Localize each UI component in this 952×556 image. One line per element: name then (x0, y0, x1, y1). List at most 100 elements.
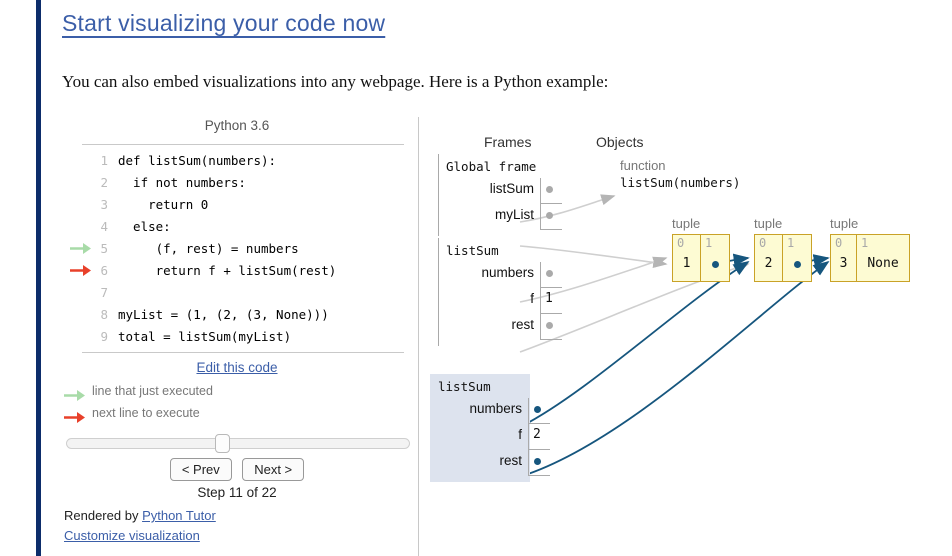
tuple-index: 0 (759, 236, 767, 250)
step-slider[interactable] (66, 434, 410, 453)
code-text: if not numbers: (118, 175, 246, 190)
code-line[interactable]: 9 total = listSum(myList) (62, 326, 412, 348)
line-number: 5 (100, 241, 108, 256)
variable-name: numbers (469, 401, 522, 416)
legend-label: line that just executed (92, 384, 213, 398)
code-line[interactable]: 6 return f + listSum(rest) (62, 260, 412, 282)
frames-header: Frames (484, 134, 532, 150)
next-button[interactable]: Next > (242, 458, 305, 481)
code-top-rule (82, 144, 404, 145)
frame-title: listSum (438, 379, 491, 394)
step-controls: < Prev Next > (62, 458, 412, 481)
variable-value-box: 2 (528, 424, 550, 450)
line-number: 2 (100, 175, 108, 190)
pointer-dot-icon (712, 261, 719, 268)
code-line[interactable]: 4 else: (62, 216, 412, 238)
objects-header: Objects (596, 134, 644, 150)
variable-name: rest (511, 317, 534, 332)
variable-pointer-box (528, 450, 550, 476)
prev-button[interactable]: < Prev (169, 458, 232, 481)
pointer-dot-icon (534, 406, 541, 413)
step-counter: Step 11 of 22 (197, 485, 277, 500)
frame-variable: myList (438, 204, 562, 230)
edit-this-code-link[interactable]: Edit this code (196, 360, 278, 375)
customize-visualization-link[interactable]: Customize visualization (64, 528, 200, 543)
tuple-type-label: tuple (830, 216, 859, 231)
executed-arrow-icon (70, 242, 92, 255)
code-text: total = listSum(myList) (118, 329, 292, 344)
tuple-index: 1 (861, 236, 869, 250)
frame-variable: numbers (438, 262, 562, 288)
function-object: function listSum(numbers) (620, 158, 740, 190)
tuple-value: None (867, 256, 899, 271)
next-line-arrow-icon (64, 411, 86, 424)
code-line[interactable]: 2 if not numbers: (62, 172, 412, 194)
rendered-by-text: Rendered by Python Tutor (64, 508, 216, 523)
code-line[interactable]: 5 (f, rest) = numbers (62, 238, 412, 260)
function-type-label: function (620, 158, 666, 173)
line-number: 9 (100, 329, 108, 344)
rendered-by-prefix: Rendered by (64, 508, 143, 523)
page-title-link[interactable]: Start visualizing your code now (62, 10, 386, 36)
pointer-dot-icon (794, 261, 801, 268)
tuple-index: 0 (835, 236, 843, 250)
pointer-dot-icon (546, 186, 553, 193)
legend-label: next line to execute (92, 406, 200, 420)
panel-divider (418, 117, 419, 556)
next-line-arrow-icon (70, 264, 92, 277)
frame-title: Global frame (446, 159, 537, 174)
execution-legend: line that just executed next line to exec… (62, 384, 412, 428)
legend-row: next line to execute (62, 406, 412, 428)
language-label: Python 3.6 (204, 118, 270, 133)
code-text: return 0 (118, 197, 209, 212)
function-signature: listSum(numbers) (620, 175, 741, 190)
variable-pointer-box (540, 178, 562, 204)
frame-variable: listSum (438, 178, 562, 204)
tuple-cell: 1 (783, 235, 811, 281)
variable-pointer-box (540, 314, 562, 340)
variable-name: numbers (481, 265, 534, 280)
code-text: (f, rest) = numbers (118, 241, 299, 256)
tuple-index: 1 (787, 236, 795, 250)
code-text: return f + listSum(rest) (118, 263, 337, 278)
variable-name: f (530, 291, 534, 306)
frame-variable: rest (438, 314, 562, 340)
line-number: 3 (100, 197, 108, 212)
variable-name: rest (499, 453, 522, 468)
code-text: else: (118, 219, 171, 234)
code-text: def listSum(numbers): (118, 153, 277, 168)
variable-pointer-box (528, 398, 550, 424)
arrow-frame3-rest (521, 260, 830, 477)
code-bottom-rule (82, 352, 404, 353)
slider-track[interactable] (66, 438, 410, 449)
variable-name: listSum (489, 181, 534, 196)
tuple-value: 3 (839, 256, 848, 271)
code-line[interactable]: 3 return 0 (62, 194, 412, 216)
pointer-dot-icon (546, 212, 553, 219)
stack-frame: Global frame listSum myList (438, 154, 562, 236)
tuple-value: 2 (764, 256, 773, 271)
code-line[interactable]: 7 (62, 282, 412, 304)
tuple-index: 1 (705, 236, 713, 250)
python-tutor-link[interactable]: Python Tutor (142, 508, 216, 523)
frame-left-border (438, 238, 439, 346)
variable-pointer-box (540, 262, 562, 288)
data-panel: Frames Objects (428, 112, 932, 556)
line-number: 8 (100, 307, 108, 322)
slider-handle[interactable] (214, 434, 230, 453)
frame-left-border (438, 154, 439, 236)
line-number: 6 (100, 263, 108, 278)
